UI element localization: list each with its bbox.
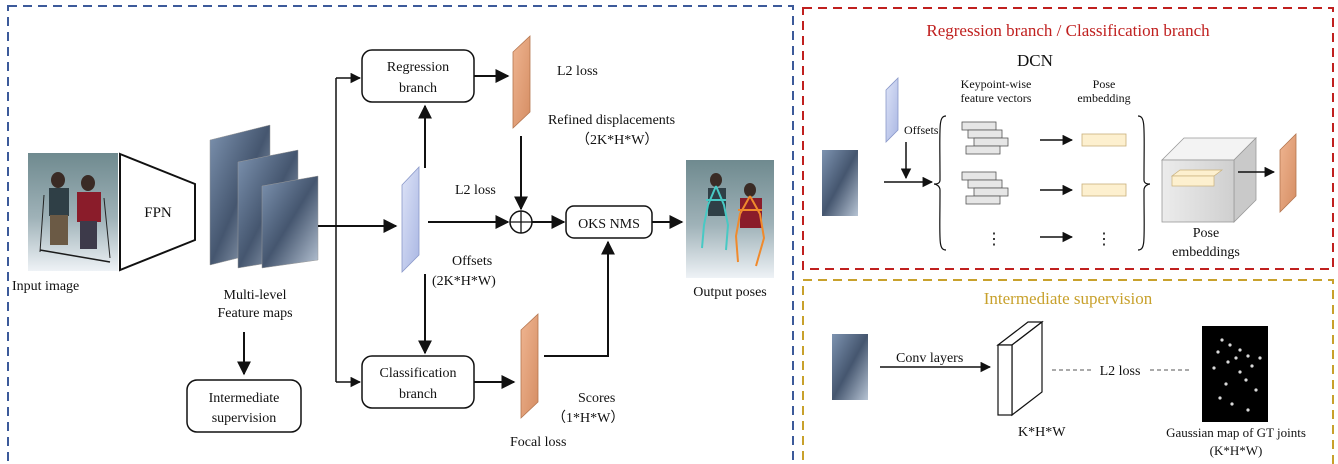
regcls-panel-title: Regression branch / Classification branc… (926, 21, 1210, 40)
scores-map (520, 313, 539, 419)
dcn-brace-right (1137, 115, 1151, 251)
gaussian-label-2: (K*H*W) (1210, 443, 1263, 458)
dcn-output-map (1279, 133, 1297, 213)
scores-dims: （1*H*W） (552, 410, 624, 426)
dcn-offsets-map (885, 77, 899, 143)
gaussian-map (1202, 326, 1268, 422)
int-dims-label: K*H*W (1018, 425, 1066, 440)
multi-level-label-1: Multi-level (224, 288, 287, 303)
intermediate-panel-title: Intermediate supervision (984, 289, 1153, 308)
output-poses-label: Output poses (693, 285, 767, 300)
pose-embeddings-cube (1161, 137, 1257, 223)
dcn-title: DCN (1017, 51, 1053, 70)
input-image (28, 153, 118, 271)
fpn-label: FPN (144, 205, 172, 221)
refined-label: Refined displacements (548, 113, 675, 128)
keypoint-vector-stack-1 (961, 121, 1009, 155)
pose-embedding-bar-2 (1081, 183, 1127, 197)
pose-embedding-label-2: embedding (1077, 91, 1130, 105)
int-input-feature (832, 334, 868, 400)
feature-maps-stack (209, 124, 319, 269)
gaussian-label-1: Gaussian map of GT joints (1166, 425, 1306, 440)
regression-line-2: branch (399, 81, 437, 96)
offsets-label: Offsets (452, 254, 492, 269)
offsets-map (401, 165, 420, 273)
intermediate-box-line-2: supervision (212, 411, 277, 426)
refined-displacements-map (512, 35, 531, 129)
pose-embedding-bar-1 (1081, 133, 1127, 147)
dcn-brace-left (933, 115, 947, 251)
keypoint-vector-stack-2 (961, 171, 1009, 205)
pose-embeddings-label-2: embeddings (1172, 245, 1240, 260)
main-panel-border (7, 5, 794, 464)
classification-line-1: Classification (380, 366, 457, 381)
dcn-input-feature (822, 150, 858, 216)
input-image-label: Input image (12, 279, 79, 294)
l2-loss-top: L2 loss (557, 64, 598, 79)
dcn-ellipsis-2: ⋮ (1096, 231, 1112, 248)
fpn-block (119, 152, 196, 272)
int-l2-loss-label: L2 loss (1100, 364, 1141, 379)
intermediate-box (186, 379, 302, 433)
keypoint-vectors-label-2: feature vectors (961, 91, 1032, 105)
regression-line-1: Regression (387, 60, 449, 75)
pose-embeddings-label-1: Pose (1193, 226, 1219, 241)
classification-line-2: branch (399, 387, 437, 402)
offsets-dims: (2K*H*W) (432, 274, 496, 289)
l2-loss-mid: L2 loss (455, 183, 496, 198)
conv-layers-label: Conv layers (896, 351, 963, 366)
int-conv-output-volume (996, 320, 1044, 417)
oks-nms-label: OKS NMS (578, 217, 640, 232)
output-poses-image (686, 160, 774, 278)
keypoint-vectors-label-1: Keypoint-wise (961, 77, 1032, 91)
scores-label: Scores (578, 391, 615, 406)
arrow-scores-to-nms (544, 240, 615, 357)
multi-level-label-2: Feature maps (217, 306, 292, 321)
pose-embedding-label-1: Pose (1093, 77, 1116, 91)
regcls-panel-border (802, 7, 1334, 270)
refined-dims: （2K*H*W） (576, 132, 658, 148)
dcn-offsets-label: Offsets (904, 123, 939, 137)
focal-loss-label: Focal loss (510, 435, 566, 450)
dcn-ellipsis-1: ⋮ (986, 231, 1002, 248)
intermediate-box-line-1: Intermediate (209, 391, 280, 406)
